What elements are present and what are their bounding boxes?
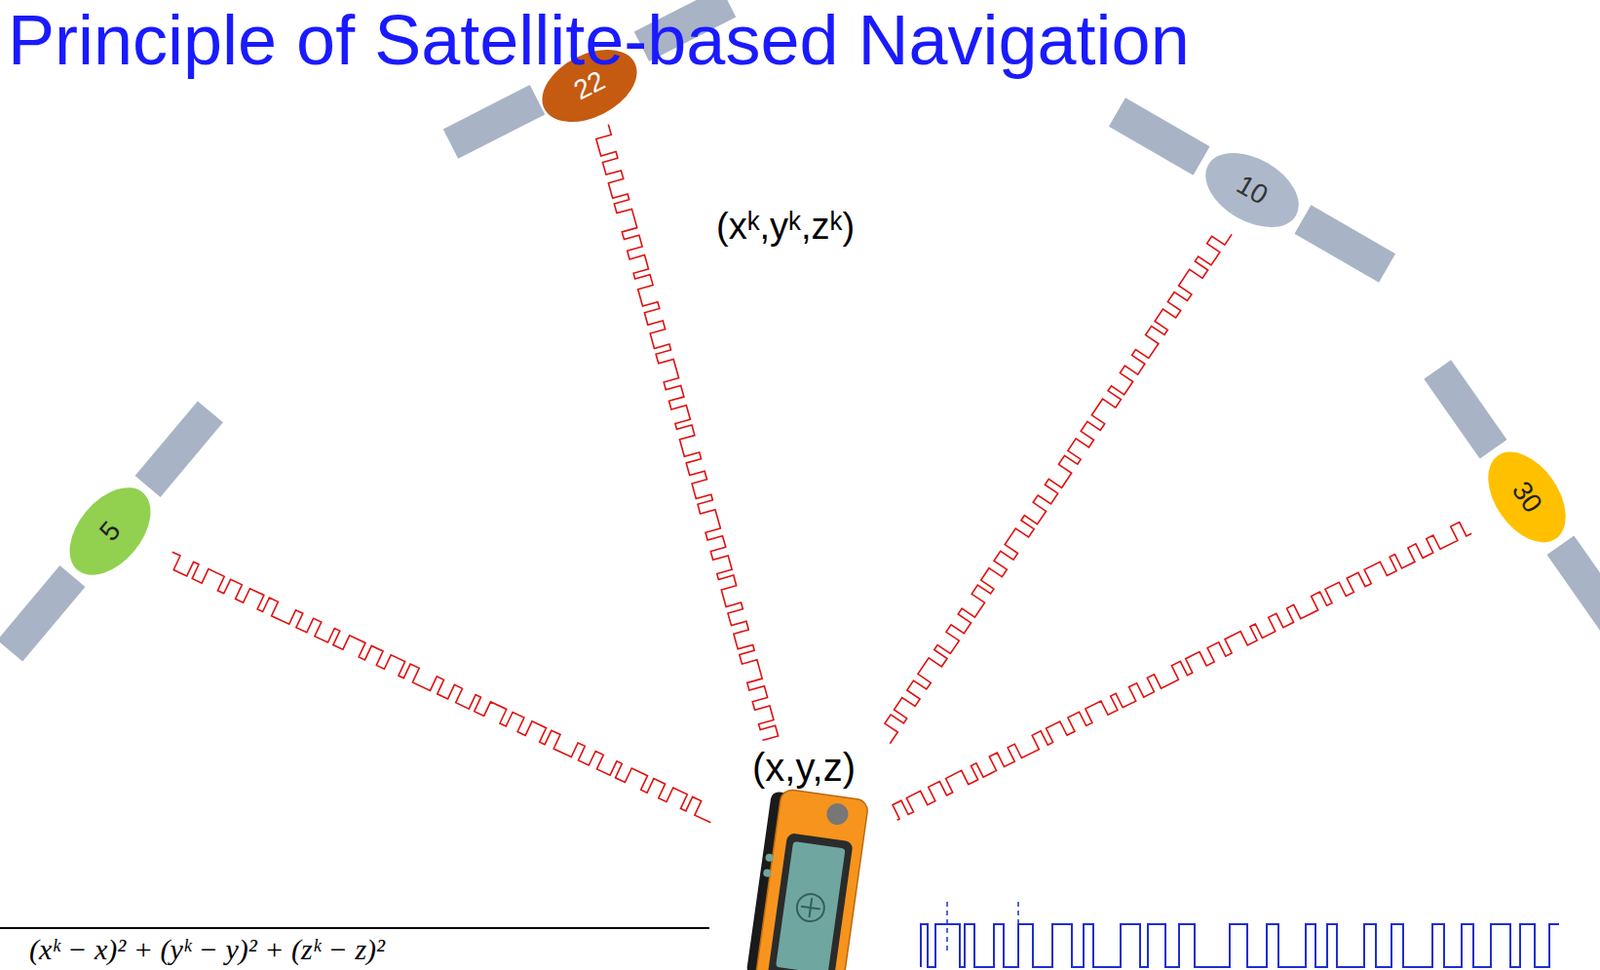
receiver: (x,y,z) bbox=[721, 745, 887, 970]
signal-connector bbox=[884, 233, 1232, 743]
satellite-position: (xᵏ,yᵏ,zᵏ) bbox=[716, 206, 855, 248]
solar-panels bbox=[0, 0, 1600, 661]
signal-connector bbox=[892, 522, 1472, 821]
marker-line bbox=[1017, 901, 1020, 951]
code-signal bbox=[920, 923, 1560, 967]
title: Principle of Satellite-based Navigation bbox=[7, 0, 1190, 81]
range-formula: (xᵏ − x)² + (yᵏ − y)² + (zᵏ − z)² bbox=[29, 932, 385, 965]
root-bar bbox=[0, 926, 710, 929]
receiver-position: (x,y,z) bbox=[721, 745, 887, 789]
satellite: 30 bbox=[1473, 461, 1581, 533]
satellite: 10 bbox=[1198, 154, 1306, 226]
signal-connector bbox=[172, 551, 712, 823]
satellite: 5 bbox=[56, 495, 164, 567]
marker-line bbox=[946, 901, 949, 951]
